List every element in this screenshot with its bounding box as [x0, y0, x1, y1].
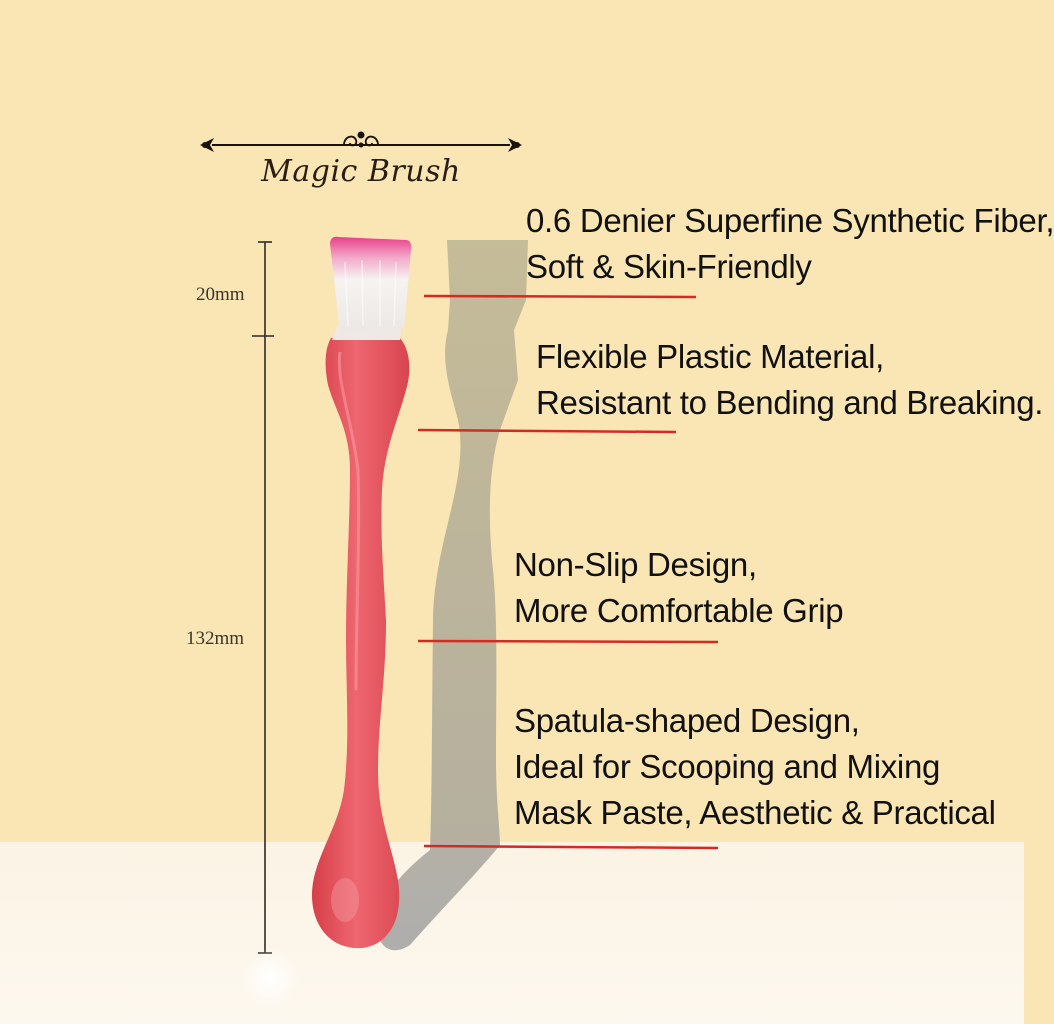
- brand-logo: Magic Brush: [200, 128, 522, 198]
- product-scene: [200, 131, 719, 1008]
- handle-highlight: [337, 351, 361, 691]
- feature-spatula: Spatula-shaped Design, Ideal for Scoopin…: [514, 698, 996, 836]
- feature-bristle-fiber: 0.6 Denier Superfine Synthetic Fiber, So…: [526, 198, 1054, 290]
- bristle-length-label: 20mm: [196, 284, 245, 305]
- brand-name: Magic Brush: [261, 154, 461, 189]
- feature-line: More Comfortable Grip: [514, 592, 844, 629]
- feature-line: Non-Slip Design,: [514, 546, 757, 583]
- brush-bristles: [330, 236, 412, 332]
- callout-line-1: [423, 294, 697, 299]
- callout-line-2: [417, 428, 677, 434]
- feature-flexible-material: Flexible Plastic Material, Resistant to …: [536, 334, 1043, 426]
- brush-handle: [312, 338, 410, 949]
- callout-line-3: [417, 639, 719, 644]
- floor-surface: [0, 842, 1024, 1024]
- feature-line: Soft & Skin-Friendly: [526, 248, 812, 285]
- feature-line: Ideal for Scooping and Mixing: [514, 748, 941, 785]
- feature-line: Mask Paste, Aesthetic & Practical: [514, 794, 996, 831]
- feature-line: Spatula-shaped Design,: [514, 702, 860, 739]
- dimension-bar-bristle: [252, 241, 274, 337]
- light-glow: [240, 948, 300, 1008]
- feature-line: Flexible Plastic Material,: [536, 338, 884, 375]
- feature-non-slip: Non-Slip Design, More Comfortable Grip: [514, 542, 844, 634]
- brush-shadow: [376, 240, 528, 951]
- feature-line: Resistant to Bending and Breaking.: [536, 384, 1044, 421]
- bristle-strands: [344, 259, 397, 327]
- handle-length-label: 132mm: [186, 628, 245, 649]
- feature-line: 0.6 Denier Superfine Synthetic Fiber,: [526, 202, 1054, 239]
- dimension-bar-handle: [258, 336, 272, 954]
- callout-line-4: [423, 844, 719, 850]
- handle-tip-highlight: [331, 878, 359, 922]
- brand-ornament: [200, 131, 522, 152]
